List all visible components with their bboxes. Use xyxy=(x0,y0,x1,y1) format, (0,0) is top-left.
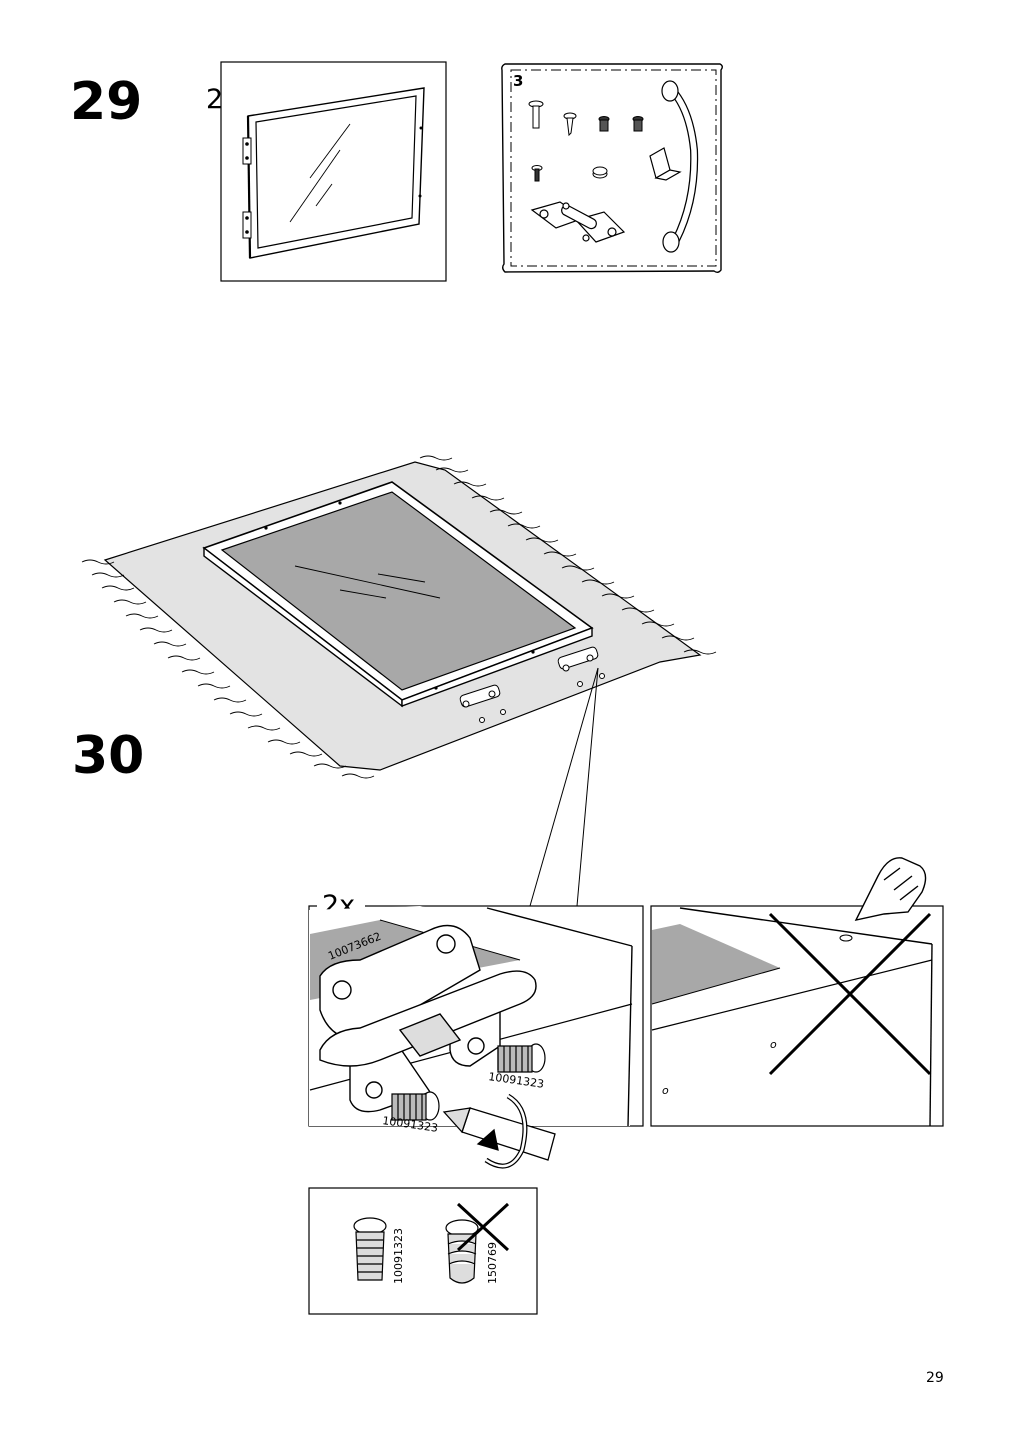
hardware-bag: 3 xyxy=(501,63,723,273)
step-30-number: 30 xyxy=(72,726,145,786)
bag-number: 3 xyxy=(513,72,523,90)
wrong-method-panel: o o xyxy=(650,857,944,1127)
svg-text:o: o xyxy=(662,1084,669,1097)
screwdriver-icon xyxy=(442,1093,556,1169)
page-number: 29 xyxy=(926,1370,944,1386)
screw-comparison-panel: 10091323 150769 xyxy=(308,1187,538,1315)
correct-screw-code: 10091323 xyxy=(392,1228,405,1284)
step-29-number: 29 xyxy=(70,72,143,132)
glass-door-panel xyxy=(220,61,447,282)
svg-text:o: o xyxy=(770,1038,777,1051)
door-on-cloth xyxy=(202,481,605,907)
wrong-screw-code: 150769 xyxy=(486,1242,499,1284)
pointing-hand-icon xyxy=(854,857,927,921)
hinge-detail-panel: 2x 10073662 100 xyxy=(308,890,644,1135)
